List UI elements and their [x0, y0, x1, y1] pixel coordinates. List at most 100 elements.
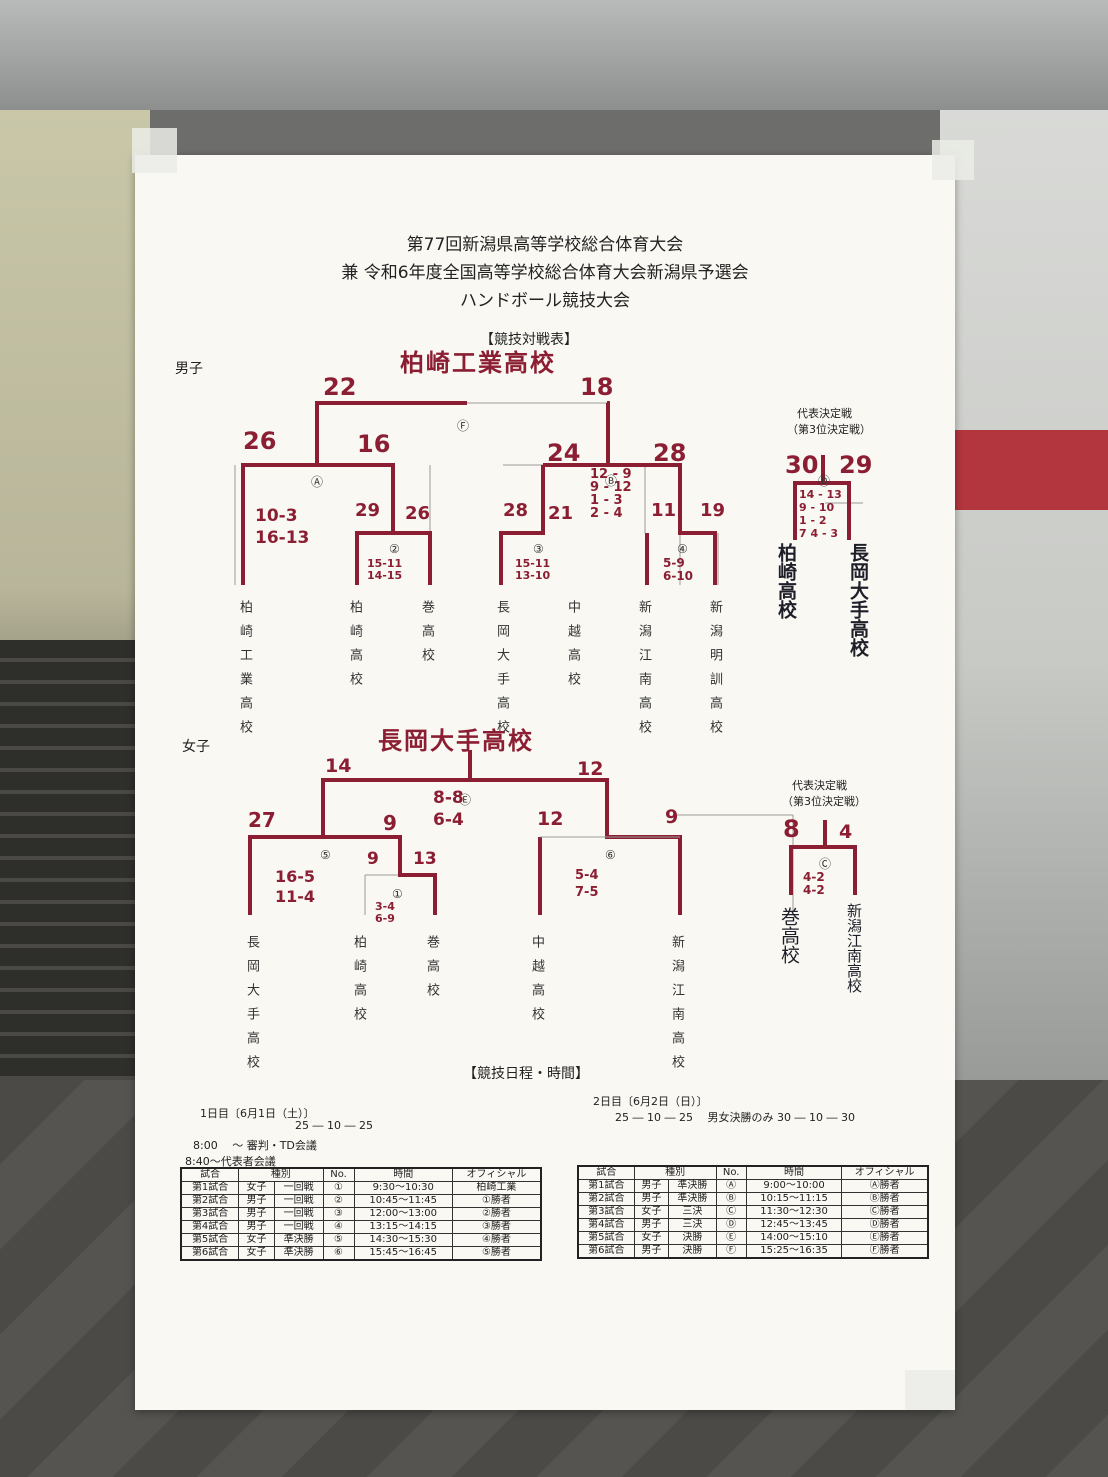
- girls-team-3: 巻高校: [424, 935, 439, 1007]
- boys-third-mark: Ⓓ: [818, 474, 831, 488]
- boys-q4-half1: 5-9: [663, 556, 685, 570]
- day2-cell-match: 第1試合: [577, 1179, 635, 1193]
- boys-semiB-h3: 1 - 3: [590, 493, 623, 508]
- tape-top-right: [932, 140, 974, 180]
- girls-final-left-score: 14: [325, 755, 352, 777]
- schedule-title: 【競技日程・時間】: [463, 1066, 589, 1082]
- day1-cell-no: ⑤: [322, 1233, 355, 1247]
- day1-cell-official: 柏崎工業: [451, 1181, 542, 1195]
- boys-semiB-h2: 9 - 12: [590, 480, 632, 495]
- day1-cell-match: 第5試合: [180, 1233, 240, 1247]
- boys-q2-mark: ②: [389, 542, 400, 556]
- day1-cell-category: 女子: [238, 1233, 275, 1247]
- bracket-lines: [234, 401, 863, 915]
- boys-final-right-score: 18: [580, 373, 614, 401]
- day2-header-row: 試合 種別 No. 時間 オフィシャル: [577, 1165, 929, 1180]
- day1-col-no: No.: [322, 1167, 355, 1182]
- boys-final-left-score: 22: [323, 373, 357, 401]
- girls-semi5-half2: 11-4: [275, 887, 316, 906]
- day2-cell-round: 三決: [668, 1205, 717, 1219]
- ceiling-background: [0, 0, 1108, 110]
- day1-col-match: 試合: [180, 1167, 240, 1182]
- day1-cell-round: 一回戦: [273, 1181, 324, 1195]
- day1-cell-official: ⑤勝者: [451, 1246, 542, 1261]
- day2-cell-match: 第5試合: [577, 1231, 635, 1245]
- day1-cell-match: 第4試合: [180, 1220, 240, 1234]
- day2-cell-match: 第4試合: [577, 1218, 635, 1232]
- day2-cell-official: Ⓕ勝者: [841, 1244, 929, 1259]
- boys-q4-left-score: 11: [651, 500, 677, 521]
- girls-q1-half2: 6-9: [375, 912, 395, 925]
- girls-team-2: 柏崎高校: [351, 935, 366, 1031]
- boys-third-left-score: 30: [785, 451, 819, 479]
- day1-cell-time: 10:45～11:45: [353, 1194, 453, 1208]
- girls-semi5-halves: 16-5 11-4: [275, 867, 315, 907]
- day1-col-time: 時間: [353, 1167, 453, 1182]
- day2-cell-time: 14:00～15:10: [745, 1231, 843, 1245]
- day1-cell-round: 一回戦: [273, 1220, 324, 1234]
- day2-cell-round: 決勝: [668, 1244, 717, 1259]
- day2-cell-official: Ⓐ勝者: [841, 1179, 929, 1193]
- boys-third-title: 代表決定戦: [797, 407, 852, 420]
- girls-third-mark: Ⓒ: [819, 857, 832, 871]
- boys-third-h3: 1 - 2: [799, 514, 827, 527]
- day2-cell-official: Ⓓ勝者: [841, 1218, 929, 1232]
- day1-cell-no: ②: [322, 1194, 355, 1208]
- girls-semi6-half2: 7-5: [575, 885, 599, 900]
- boys-third-halves: 14 - 13 9 - 10 1 - 2 7 4 - 3: [799, 488, 842, 540]
- day2-cell-no: Ⓔ: [715, 1231, 747, 1245]
- girls-semi5-left-score: 27: [248, 808, 276, 832]
- day2-cell-time: 12:45～13:45: [745, 1218, 843, 1232]
- boys-semiA-half1: 10-3: [255, 506, 298, 526]
- day2-cell-official: Ⓑ勝者: [841, 1192, 929, 1206]
- day2-cell-official: Ⓔ勝者: [841, 1231, 929, 1245]
- boys-team-6: 新潟江南高校: [636, 600, 651, 744]
- boys-semiB-h4: 2 - 4: [590, 506, 623, 521]
- boys-q2-half1: 15-11: [367, 557, 403, 570]
- boys-q3-left-score: 28: [503, 500, 529, 521]
- girls-third-left-score: 8: [783, 815, 800, 843]
- girls-semi6-left-score: 12: [537, 808, 564, 830]
- girls-third-right-score: 4: [839, 821, 853, 843]
- day2-cell-official: Ⓒ勝者: [841, 1205, 929, 1219]
- day1-cell-time: 13:15～14:15: [353, 1220, 453, 1234]
- girls-third-halves: 4-2 4-2: [803, 871, 825, 897]
- girls-final-half2: 6-4: [433, 810, 464, 830]
- boys-semiB-left-score: 24: [547, 439, 581, 467]
- boys-semiB-right-score: 28: [653, 439, 687, 467]
- girls-q1-halves: 3-4 6-9: [375, 901, 395, 925]
- tournament-poster: 第77回新潟県高等学校総合体育大会 兼 令和6年度全国高等学校総合体育大会新潟県…: [135, 155, 955, 1410]
- day2-cell-category: 男子: [633, 1218, 670, 1232]
- poster-title-line2: 兼 令和6年度全国高等学校総合体育大会新潟県予選会: [341, 263, 749, 283]
- boys-semiB-mark: Ⓑ: [605, 474, 618, 488]
- day1-header-row: 試合 種別 No. 時間 オフィシャル: [180, 1167, 542, 1182]
- bracket-section-title: 【競技対戦表】: [480, 332, 578, 348]
- boys-team-1: 柏崎工業高校: [237, 600, 252, 744]
- girls-final-right-score: 12: [577, 758, 604, 780]
- day1-format: 25 ― 10 ― 25: [295, 1119, 373, 1132]
- day1-col-official: オフィシャル: [451, 1167, 542, 1182]
- day2-cell-round: 準決勝: [668, 1192, 717, 1206]
- boys-team-2: 柏崎高校: [347, 600, 362, 696]
- day1-cell-category: 男子: [238, 1194, 275, 1208]
- boys-third-right-score: 29: [839, 451, 873, 479]
- boys-q2-left-score: 29: [355, 500, 381, 521]
- poster-title-line1: 第77回新潟県高等学校総合体育大会: [406, 235, 684, 255]
- boys-team-3: 巻高校: [419, 600, 434, 672]
- girls-third-half1: 4-2: [803, 870, 825, 884]
- boys-team-4: 長岡大手高校: [494, 600, 509, 744]
- girls-semi5-mark: ⑤: [320, 848, 331, 862]
- girls-q1-half1: 3-4: [375, 900, 395, 913]
- day1-note1: 8:00 ～ 審判・TD会議: [193, 1139, 317, 1152]
- girls-final-halves: 8-8 6-4: [433, 787, 464, 831]
- day2-cell-category: 男子: [633, 1179, 670, 1193]
- girls-semi6-half1: 5-4: [575, 868, 599, 883]
